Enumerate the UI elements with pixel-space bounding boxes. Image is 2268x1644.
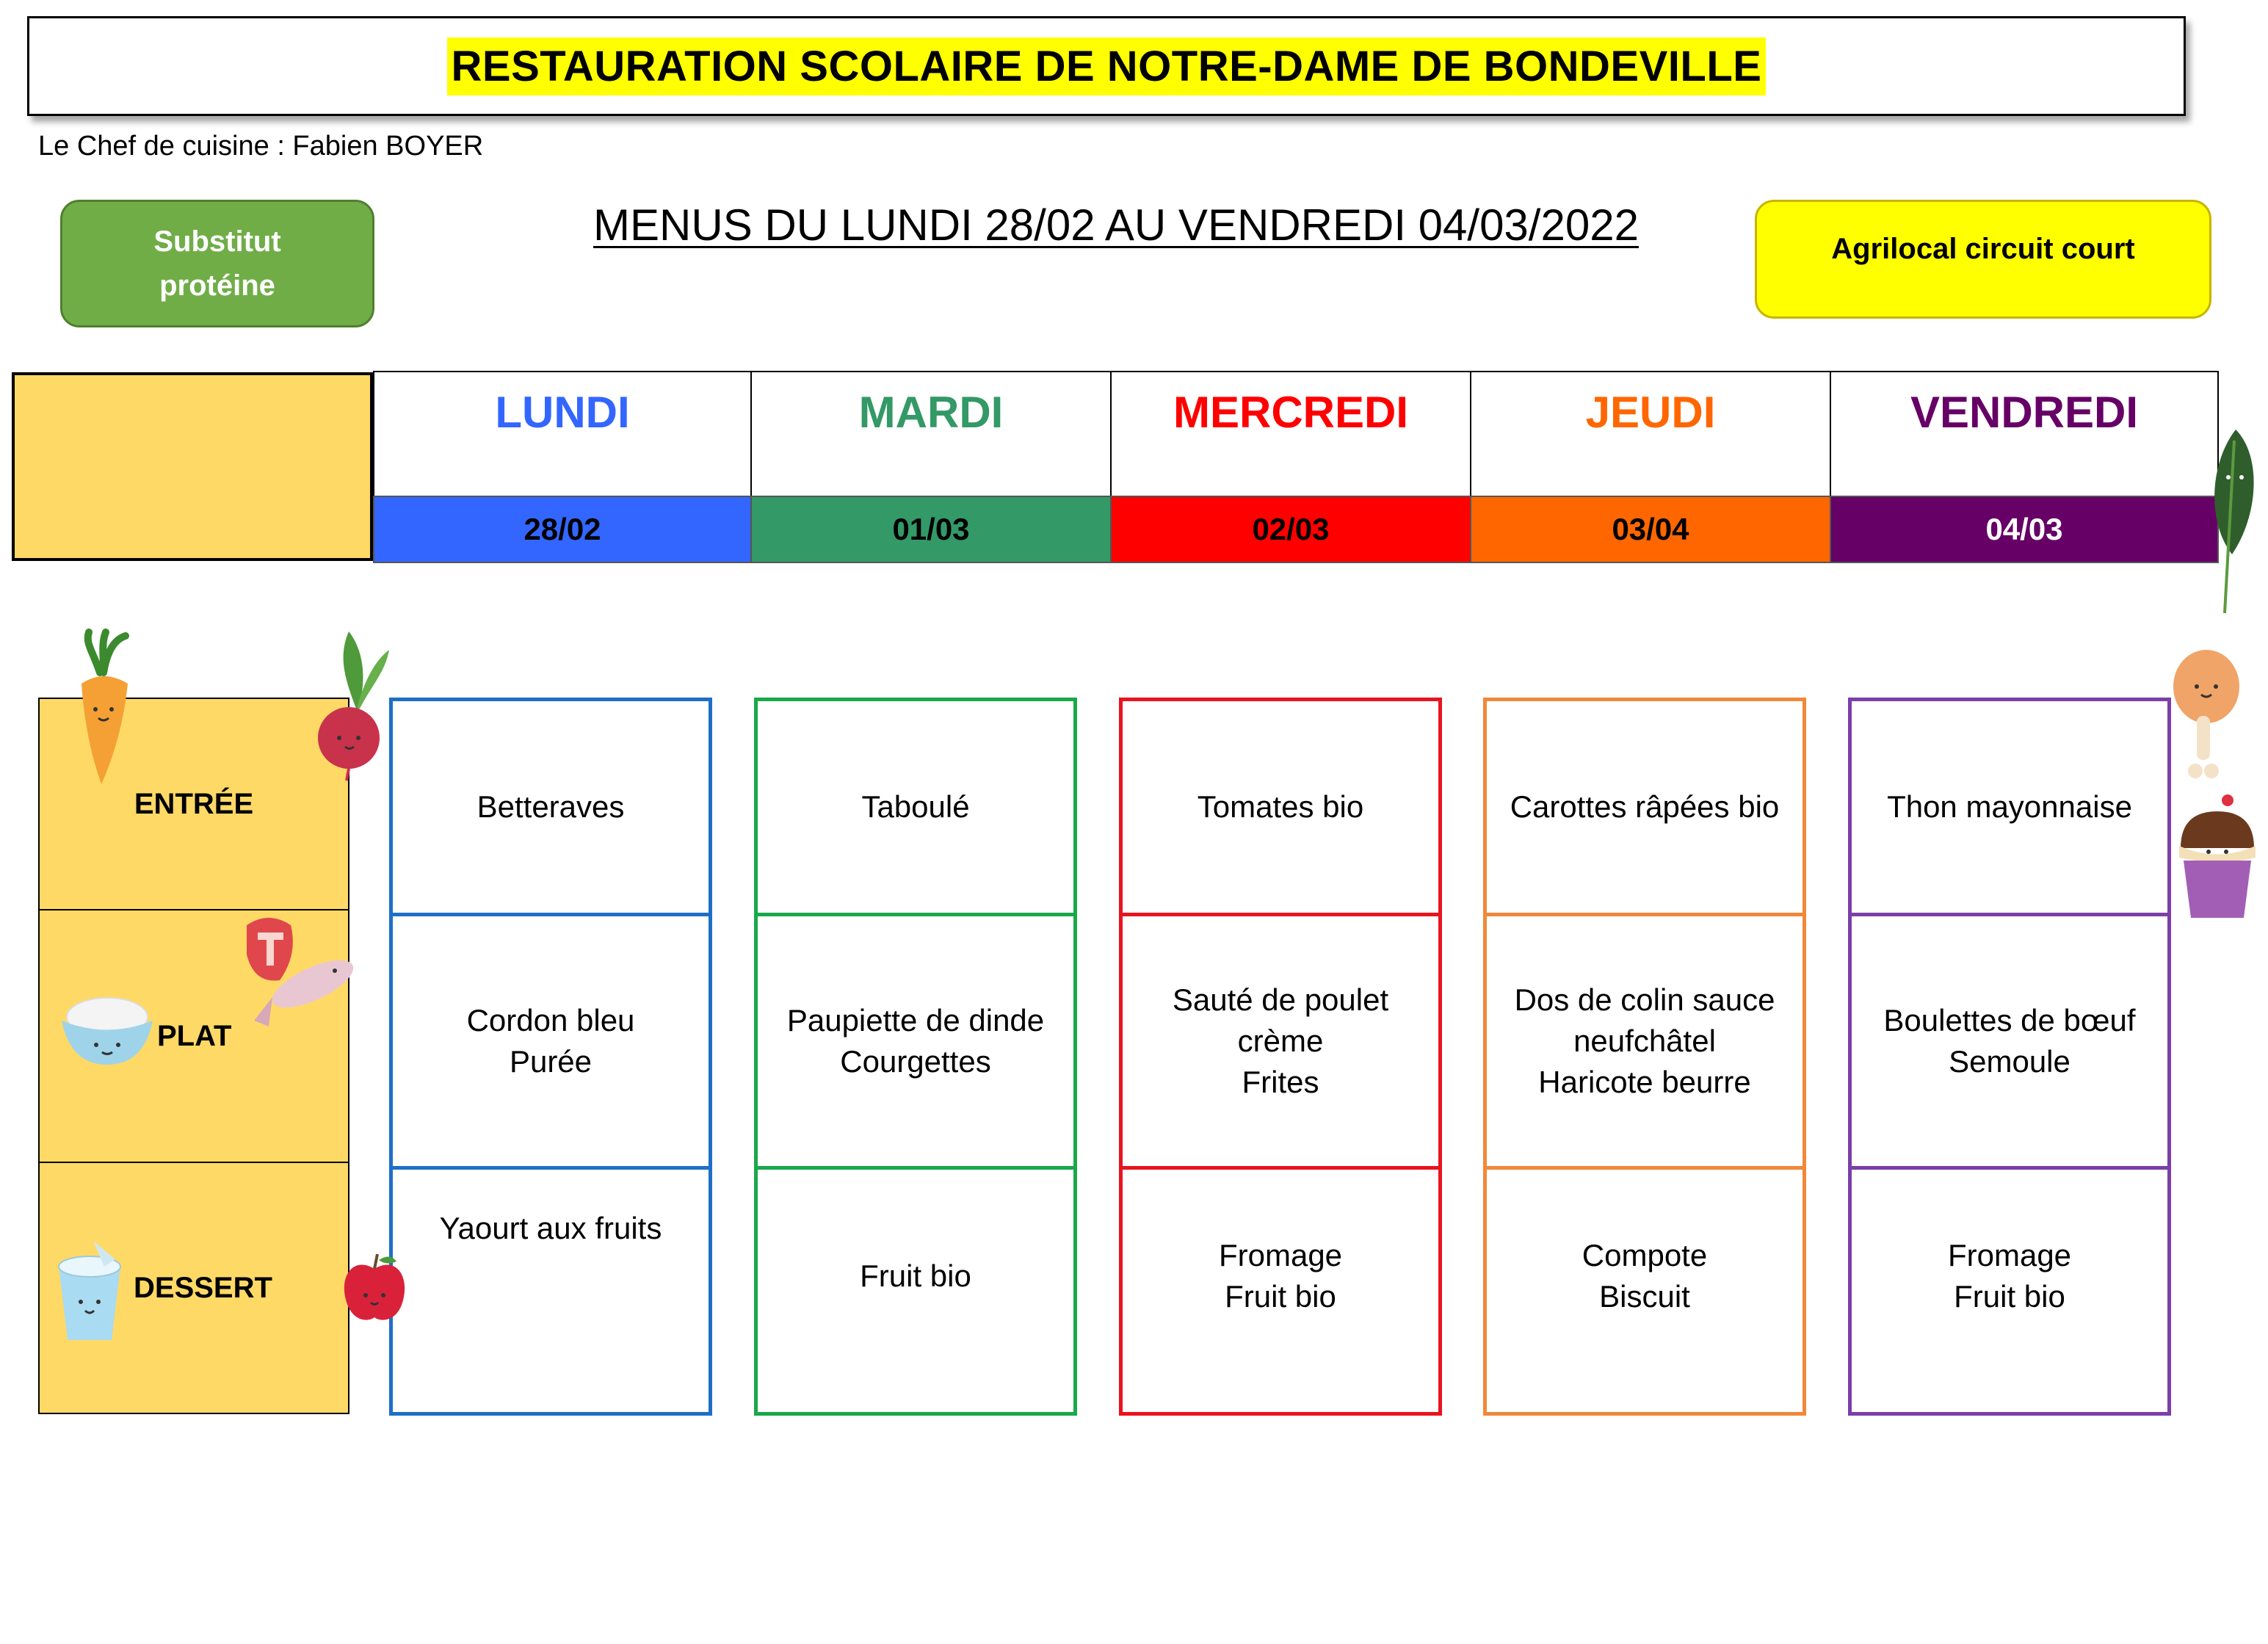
header-banner: RESTAURATION SCOLAIRE DE NOTRE-DAME DE B… — [27, 16, 2186, 116]
day-name: MERCREDI — [1173, 388, 1408, 437]
entree-item: Thon mayonnaise — [1887, 789, 2132, 824]
plat-item: Paupiette de dinde Courgettes — [786, 1003, 1045, 1079]
day-date: 03/04 — [1470, 496, 1831, 563]
row-divider — [758, 1166, 1073, 1170]
day-header-lundi: LUNDI 28/02 — [373, 371, 752, 563]
day-date: 28/02 — [373, 496, 752, 563]
apple-icon — [344, 1253, 405, 1320]
row-divider — [1852, 913, 2167, 916]
chicken-leg-icon — [2173, 650, 2239, 778]
menu-box-mercredi: Tomates bio Sauté de poulet crème Frites… — [1119, 698, 1442, 1416]
menu-box-mardi: Taboulé Paupiette de dinde Courgettes Fr… — [754, 698, 1077, 1416]
plat-item: Sauté de poulet crème Frites — [1172, 982, 1389, 1099]
day-date: 04/03 — [1830, 496, 2219, 563]
dessert-item: Yaourt aux fruits — [439, 1211, 662, 1245]
category-label: ENTRÉE — [134, 787, 254, 820]
day-date: 01/03 — [750, 496, 1112, 563]
menu-period-title: MENUS DU LUNDI 28/02 AU VENDREDI 04/03/2… — [593, 200, 1639, 250]
entree-item: Betteraves — [477, 789, 625, 824]
category-label: DESSERT — [134, 1271, 272, 1304]
page-title: RESTAURATION SCOLAIRE DE NOTRE-DAME DE B… — [446, 37, 1767, 95]
day-header-jeudi: JEUDI 03/04 — [1470, 371, 1831, 563]
menu-box-lundi: Betteraves Cordon bleu Purée Yaourt aux … — [389, 698, 712, 1416]
meat-and-fish-icon — [247, 918, 354, 1026]
menu-box-jeudi: Carottes râpées bio Dos de colin sauce n… — [1483, 698, 1806, 1416]
radish-icon — [318, 631, 389, 781]
legend-substitut-label: Substitut protéine — [153, 225, 281, 302]
day-header-vendredi: VENDREDI 04/03 — [1830, 371, 2219, 563]
day-name: LUNDI — [495, 388, 630, 437]
plat-item: Boulettes de bœuf Semoule — [1883, 1003, 2136, 1079]
chef-credit: Le Chef de cuisine : Fabien BOYER — [38, 131, 484, 162]
legend-substitut-proteine: Substitut protéine — [60, 200, 374, 327]
day-name: VENDREDI — [1910, 388, 2139, 437]
rice-bowl-icon — [62, 997, 153, 1065]
day-header-mercredi: MERCREDI 02/03 — [1110, 371, 1471, 563]
day-name: JEUDI — [1585, 388, 1716, 437]
entree-item: Carottes râpées bio — [1510, 789, 1780, 824]
row-divider — [758, 913, 1073, 916]
legend-agrilocal-label: Agrilocal circuit court — [1831, 232, 2135, 265]
header-corner-cell — [12, 372, 373, 561]
dessert-item: Fromage Fruit bio — [1218, 1238, 1343, 1314]
day-header-mardi: MARDI 01/03 — [750, 371, 1112, 563]
dessert-item: Fruit bio — [860, 1259, 971, 1293]
row-divider — [1123, 913, 1438, 916]
row-divider — [393, 1166, 709, 1170]
row-divider — [1852, 1166, 2167, 1170]
plat-item: Cordon bleu Purée — [466, 1003, 635, 1079]
carrot-icon — [81, 629, 129, 784]
dessert-item: Fromage Fruit bio — [1947, 1238, 2072, 1314]
legend-agrilocal: Agrilocal circuit court — [1755, 200, 2211, 319]
row-divider — [1487, 913, 1803, 916]
row-divider — [1487, 1166, 1803, 1170]
row-divider — [1123, 1166, 1438, 1170]
spinach-leaf-icon — [2214, 430, 2254, 614]
dessert-item: Compote Biscuit — [1582, 1238, 1708, 1314]
entree-item: Taboulé — [861, 789, 970, 824]
entree-item: Tomates bio — [1197, 789, 1364, 824]
row-divider — [393, 913, 709, 916]
menu-box-vendredi: Thon mayonnaise Boulettes de bœuf Semoul… — [1848, 698, 2171, 1416]
day-name: MARDI — [858, 388, 1004, 437]
day-date: 02/03 — [1110, 496, 1471, 563]
cupcake-icon — [2179, 794, 2256, 918]
plat-item: Dos de colin sauce neufchâtel Haricote b… — [1514, 982, 1775, 1099]
yogurt-icon — [58, 1241, 121, 1340]
category-label: PLAT — [157, 1019, 232, 1052]
